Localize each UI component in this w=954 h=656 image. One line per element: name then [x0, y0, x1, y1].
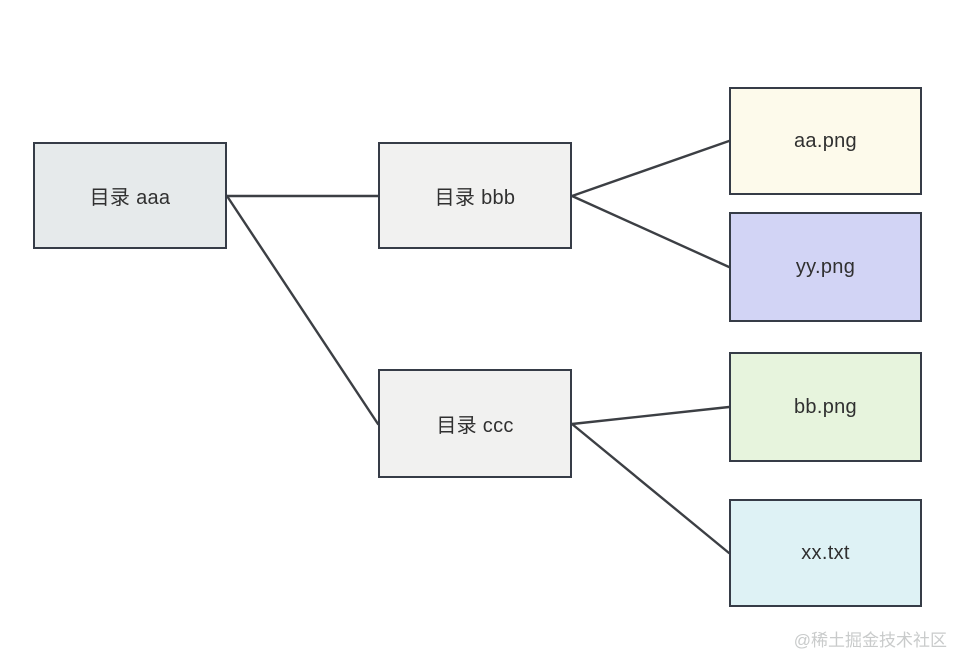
node-label: 目录 bbb [434, 187, 516, 209]
node-file-bb-png: bb.png [729, 352, 922, 462]
edge-dir-bbb-to-file-yy-png [570, 194, 731, 269]
edge-dir-aaa-to-dir-ccc [225, 194, 380, 426]
node-label: aa.png [794, 129, 857, 152]
node-label: yy.png [795, 255, 856, 278]
edge-dir-bbb-to-file-aa-png [570, 139, 731, 198]
node-dir-aaa: 目录 aaa [33, 142, 227, 249]
edge-dir-ccc-to-file-xx-txt [570, 422, 731, 555]
edge-dir-ccc-to-file-bb-png [570, 405, 731, 426]
node-label: bb.png [794, 395, 857, 418]
node-file-yy-png: yy.png [729, 212, 922, 322]
node-label: xx.txt [801, 541, 850, 564]
node-dir-ccc: 目录 ccc [378, 369, 572, 478]
node-dir-bbb: 目录 bbb [378, 142, 572, 249]
node-label: 目录 ccc [436, 415, 514, 437]
node-label: 目录 aaa [89, 187, 171, 209]
watermark: @稀土掘金技术社区 [793, 631, 947, 650]
node-file-aa-png: aa.png [729, 87, 922, 195]
node-file-xx-txt: xx.txt [729, 499, 922, 607]
